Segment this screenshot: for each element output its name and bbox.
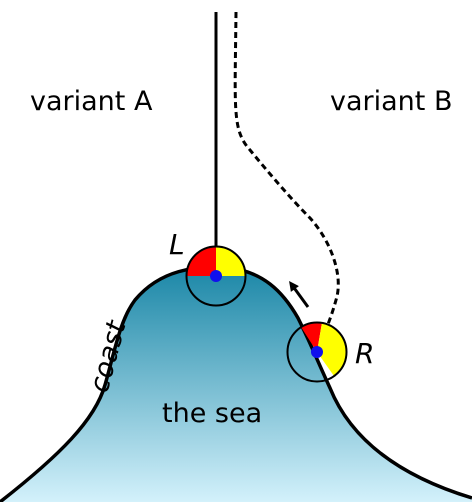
variant-b-path-line [233,11,340,353]
point-l-label: L [169,228,185,261]
point-r-marker [311,346,323,358]
point-l-marker [210,270,222,282]
point-r-label: R [355,337,374,370]
sea-area [0,267,472,502]
direction-arrow [289,280,310,308]
variant-b-label: variant B [330,86,452,117]
point-r-range-circle [286,321,348,383]
variant-a-label: variant A [30,86,153,117]
point-r-sensor [286,321,348,383]
sea-label: the sea [162,398,262,429]
point-l-right-quadrant [216,246,246,276]
point-l-left-quadrant [186,246,216,276]
point-l-range-circle [185,245,247,307]
point-l-sensor [185,245,247,307]
point-r-left-quadrant [301,322,322,352]
point-r-right-quadrant [317,322,347,376]
